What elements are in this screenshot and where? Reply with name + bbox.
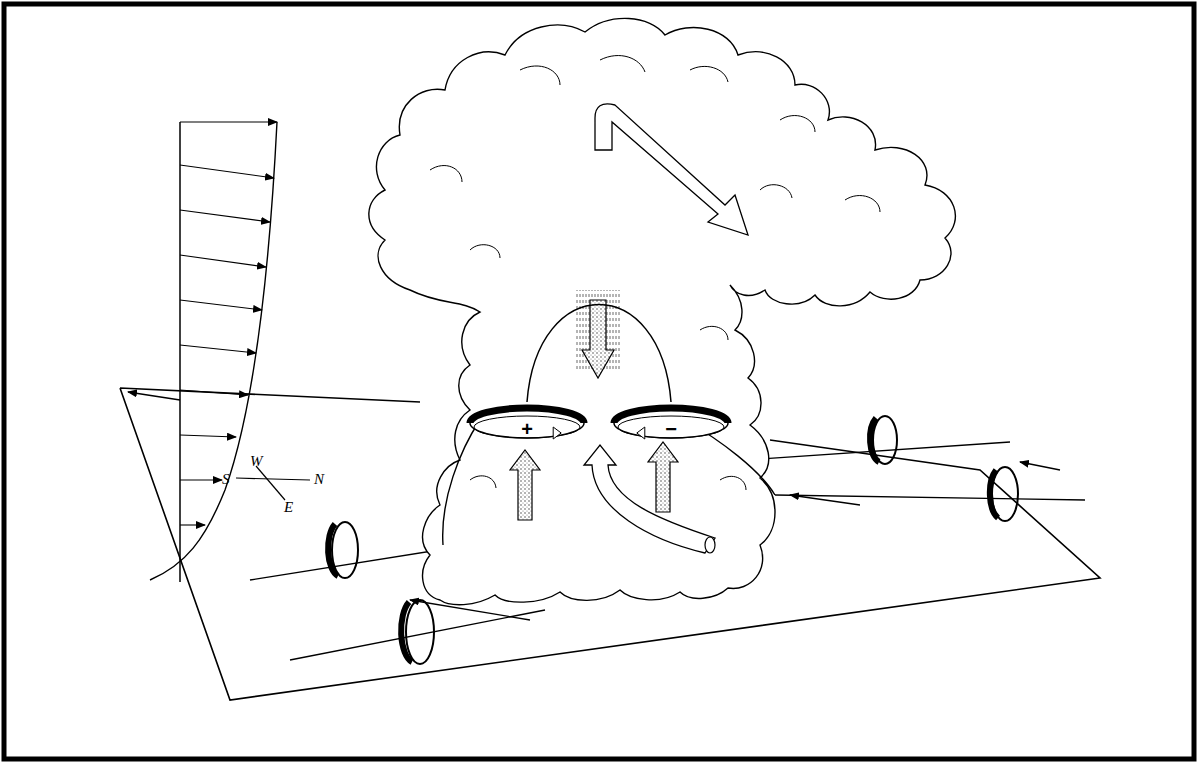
inflow-arrow xyxy=(584,445,715,553)
vortex-line xyxy=(527,305,671,403)
compass xyxy=(236,466,310,500)
storm-cloud xyxy=(369,18,956,604)
rotation-sign: − xyxy=(665,419,677,439)
compass-letter: S xyxy=(222,472,230,487)
downdraft-arrow xyxy=(582,300,614,378)
cloud-texture xyxy=(430,56,880,490)
updraft-arrow xyxy=(510,450,540,520)
edge-layer xyxy=(527,305,671,403)
wind-profile xyxy=(150,122,277,582)
inflow-arrow-tail xyxy=(705,537,715,553)
outflow-arrow xyxy=(595,104,748,235)
rotating-ring: − xyxy=(612,398,730,440)
compass-letter: E xyxy=(284,500,293,515)
rotating-ring: + xyxy=(468,398,586,440)
compass-letter: W xyxy=(250,454,263,469)
frame xyxy=(4,4,1194,759)
compass-letter: N xyxy=(314,472,324,487)
rotation-sign: + xyxy=(521,419,533,439)
updraft-arrow xyxy=(648,442,678,512)
